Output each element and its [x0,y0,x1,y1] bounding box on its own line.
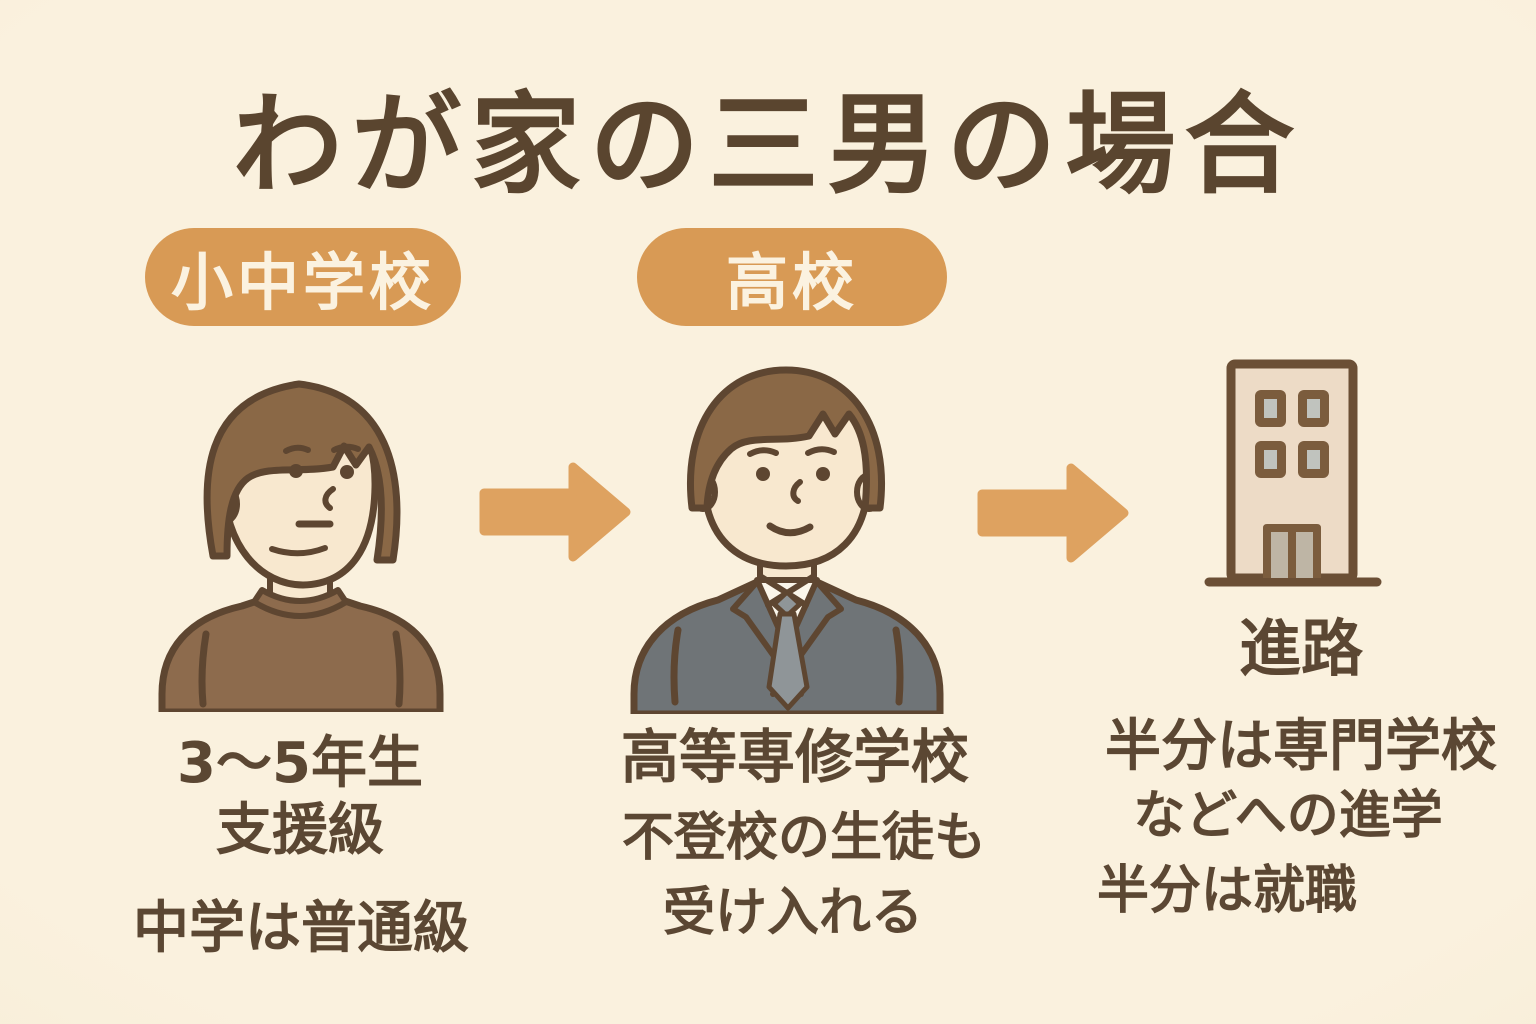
page-title: わが家の三男の場合 [232,81,1304,209]
boy-avatar-icon [150,350,452,712]
stage1-note-junior-high: 中学は普通級 [133,896,469,961]
stage2-note-truancy-line2: 受け入れる [662,883,924,943]
stage2-note-truancy-line1: 不登校の生徒も [621,808,987,868]
stage-badge-high-school: 高校 [637,228,947,326]
young-man-illustration [630,366,944,714]
badge-label: 小中学校 [170,246,435,319]
building-door [1263,524,1321,578]
boy-head [203,380,401,589]
building-windows [1255,390,1329,478]
young-man-suit-avatar-icon [620,342,952,714]
badge-label: 高校 [725,246,858,319]
right-arrow [479,462,631,562]
school-building-icon [1203,356,1383,591]
building-illustration [1204,359,1382,587]
boy-body-sweater [158,587,444,712]
stage1-note-grade: 3〜5年生 [177,731,423,796]
right-arrow-icon [977,460,1129,566]
right-arrow [977,463,1129,563]
stage3-label-career-path: 進路 [1238,612,1364,685]
boy-illustration [158,380,444,712]
stage-badge-elementary-junior-high: 小中学校 [145,228,461,326]
stage3-note-half-vocational-line1: 半分は専門学校 [1105,714,1497,779]
stage3-note-half-employment: 半分は就職 [1096,861,1358,921]
man-head [687,366,885,570]
stage1-note-class: 支援級 [216,798,384,863]
stage2-note-school-type: 高等専修学校 [620,723,970,791]
right-arrow-icon [479,459,631,565]
stage3-note-half-vocational-line2: などへの進学 [1133,786,1443,846]
man-suit [630,573,944,714]
